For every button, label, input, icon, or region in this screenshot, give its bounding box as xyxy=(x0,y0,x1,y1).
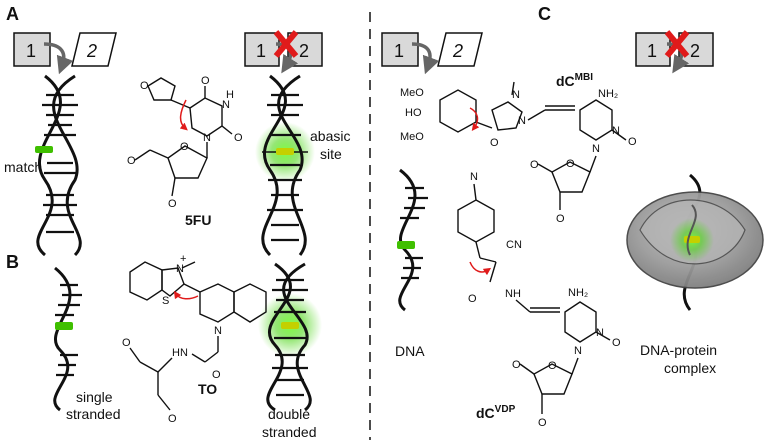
svg-text:NH₂: NH₂ xyxy=(568,287,588,299)
svg-text:N: N xyxy=(592,143,600,155)
label-to: TO xyxy=(198,381,217,397)
svg-text:O: O xyxy=(180,141,189,153)
svg-text:O: O xyxy=(168,198,177,210)
label-single: single xyxy=(76,389,113,405)
svg-text:O: O xyxy=(530,159,539,171)
svg-text:O: O xyxy=(168,413,177,425)
svg-text:N: N xyxy=(596,327,604,339)
svg-text:1: 1 xyxy=(647,41,657,61)
svg-text:O: O xyxy=(512,359,521,371)
svg-text:O: O xyxy=(538,417,547,429)
svg-text:O: O xyxy=(628,136,637,148)
svg-text:2: 2 xyxy=(299,41,309,61)
svg-text:O: O xyxy=(127,155,136,167)
box-pair-blocked-a: 1 2 xyxy=(244,30,323,74)
structure-5fu: O O N H N O O O O xyxy=(127,75,243,210)
label-single-stranded: stranded xyxy=(66,406,120,422)
svg-text:N: N xyxy=(222,99,230,111)
svg-text:1: 1 xyxy=(26,41,36,61)
label-complex: complex xyxy=(664,360,716,376)
svg-text:O: O xyxy=(468,293,477,305)
label-dc-vdp: dCVDP xyxy=(476,404,516,421)
box-pair-transfer-a: 1 2 xyxy=(13,32,117,75)
svg-text:N: N xyxy=(214,325,222,337)
svg-text:S: S xyxy=(162,295,169,307)
svg-text:NH: NH xyxy=(505,288,521,300)
svg-text:CN: CN xyxy=(506,239,522,251)
double-helix-abasic xyxy=(255,74,315,257)
svg-text:MeO: MeO xyxy=(400,87,424,99)
svg-text:2: 2 xyxy=(690,41,700,61)
svg-text:O: O xyxy=(140,80,149,92)
dna-protein-complex xyxy=(626,173,764,311)
svg-text:1: 1 xyxy=(394,41,404,61)
svg-text:N: N xyxy=(470,171,478,183)
svg-text:O: O xyxy=(556,213,565,225)
box-pair-transfer-c: 1 2 xyxy=(381,32,483,75)
svg-text:O: O xyxy=(612,337,621,349)
svg-text:MeO: MeO xyxy=(400,131,424,143)
svg-text:O: O xyxy=(212,369,221,381)
label-abasic: abasic xyxy=(310,128,350,144)
svg-text:H: H xyxy=(226,89,234,101)
red-cross-icon xyxy=(664,30,690,58)
panel-letter-a: A xyxy=(6,4,19,24)
svg-text:O: O xyxy=(566,158,575,170)
svg-text:O: O xyxy=(234,132,243,144)
panel-letter-b: B xyxy=(6,252,19,272)
red-cross-icon xyxy=(273,30,299,58)
panel-letter-c: C xyxy=(538,4,551,24)
svg-text:+: + xyxy=(180,253,186,265)
svg-text:NH₂: NH₂ xyxy=(598,88,618,100)
svg-text:HN: HN xyxy=(172,347,188,359)
svg-text:N: N xyxy=(612,125,620,137)
svg-text:HO: HO xyxy=(405,107,422,119)
double-helix-bright xyxy=(258,262,322,412)
fluorophore-mark xyxy=(35,146,53,153)
structure-to: N + S N O HN O O xyxy=(122,253,267,425)
label-dc-mbi: dCMBI xyxy=(556,72,593,89)
svg-text:N: N xyxy=(512,89,520,101)
single-strand xyxy=(53,266,82,412)
label-double: double xyxy=(268,406,310,422)
svg-text:2: 2 xyxy=(452,41,463,61)
svg-text:N: N xyxy=(176,263,184,275)
structure-dc-mbi: MeO HO MeO N N O NH₂ N N O O O O xyxy=(400,81,637,225)
label-match: match xyxy=(4,159,42,175)
structure-dc-vdp: N CN O NH NH₂ N N O O O O xyxy=(457,171,621,429)
label-site: site xyxy=(320,146,342,162)
svg-text:O: O xyxy=(201,75,210,87)
label-5fu: 5FU xyxy=(185,212,211,228)
label-dna-protein: DNA-protein xyxy=(640,342,717,358)
svg-text:O: O xyxy=(490,137,499,149)
label-double-stranded: stranded xyxy=(262,424,316,440)
dna-strand-c xyxy=(397,168,428,312)
svg-text:2: 2 xyxy=(86,41,97,61)
label-dna: DNA xyxy=(395,343,425,359)
svg-text:N: N xyxy=(518,115,526,127)
svg-text:N: N xyxy=(574,345,582,357)
svg-text:O: O xyxy=(548,360,557,372)
svg-text:1: 1 xyxy=(256,41,266,61)
double-helix-match xyxy=(35,74,82,257)
svg-text:O: O xyxy=(122,337,131,349)
svg-text:N: N xyxy=(203,132,211,144)
box-pair-blocked-c: 1 2 xyxy=(635,30,714,74)
